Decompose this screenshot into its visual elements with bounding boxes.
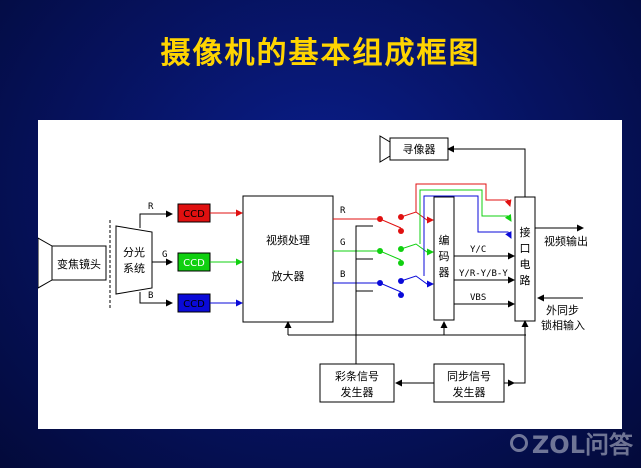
r-label-1: R [148,202,154,212]
viewfinder-label: 寻像器 [403,143,436,156]
color-bar-feed-r [355,225,373,364]
b-bypass [423,195,512,276]
interface-sync-arrow [514,320,529,384]
component-label: Y/R-Y/B-Y [459,269,508,279]
splitter-label-2: 系统 [123,262,145,275]
ccd-blue-label: CCD [183,299,205,310]
zol-watermark: ZOL问答 [509,425,633,460]
ccd-red-label: CCD [183,209,205,220]
g-label-2: G [340,238,345,248]
encoder-label-2: 码 [439,250,450,263]
interface-circuit: 接 口 电 路 [514,196,536,322]
b-light-path [139,292,173,307]
interface-label-3: 电 [520,258,531,271]
ccd-green-label: CCD [183,258,205,269]
r-bypass [415,183,512,212]
viewfinder-feed [447,145,526,197]
color-bar-label-1: 彩条信号 [335,369,379,383]
encoder: 编 码 器 [433,196,455,321]
video-output-label: 视频输出 [544,234,588,248]
b-switch-blade [379,282,402,293]
encoder-label-1: 编 [439,233,450,247]
encoder-label-3: 器 [439,266,450,279]
ext-sync-label-2: 锁相输入 [541,318,585,332]
zoom-lens: 变焦镜头 [38,237,107,289]
camera-block-diagram: 变焦镜头 分光 系统 R G B CCD CCD CCD 视频处理 放大器 R … [38,120,622,429]
r-to-encoder [400,211,434,224]
color-bar-generator: 彩条信号 发生器 [319,363,395,403]
b-to-encoder [400,275,434,288]
vbs-label: VBS [470,293,486,303]
ccd-blue: CCD [177,293,211,313]
processor-label-1: 视频处理 [266,233,310,247]
sync-label-1: 同步信号 [447,370,491,383]
slide-title: 摄像机的基本组成框图 [160,36,481,71]
g-bypass [419,189,512,244]
b-label-1: B [148,291,153,301]
interface-label-1: 接 [520,226,531,239]
ccd-green: CCD [177,252,211,272]
splitter-label-1: 分光 [123,245,145,259]
beam-splitter: 分光 系统 [115,225,153,295]
zoom-lens-label: 变焦镜头 [57,257,101,271]
diagram-svg: 变焦镜头 分光 系统 R G B CCD CCD CCD 视频处理 放大器 R … [38,135,588,403]
r-label-2: R [340,206,346,216]
yc-label: Y/C [470,245,486,255]
g-to-encoder [400,243,434,256]
color-bar-label-2: 发生器 [341,385,374,399]
video-processor: 视频处理 放大器 [242,195,334,323]
processor-label-2: 放大器 [272,269,305,283]
sync-label-2: 发生器 [453,385,486,399]
ccd-red: CCD [177,203,211,223]
g-switch-blade [379,250,402,261]
ext-sync-label-1: 外同步 [546,304,579,317]
watermark-text: ZOL问答 [531,431,633,459]
b-label-2: B [340,270,345,280]
sync-generator: 同步信号 发生器 [433,363,505,403]
r-light-path [139,210,173,228]
interface-label-2: 口 [520,242,531,255]
viewfinder: 寻像器 [379,135,449,163]
zol-logo-icon [509,433,528,452]
r-switch-blade [379,218,402,229]
interface-label-4: 路 [520,274,531,287]
g-label-1: G [162,250,167,260]
